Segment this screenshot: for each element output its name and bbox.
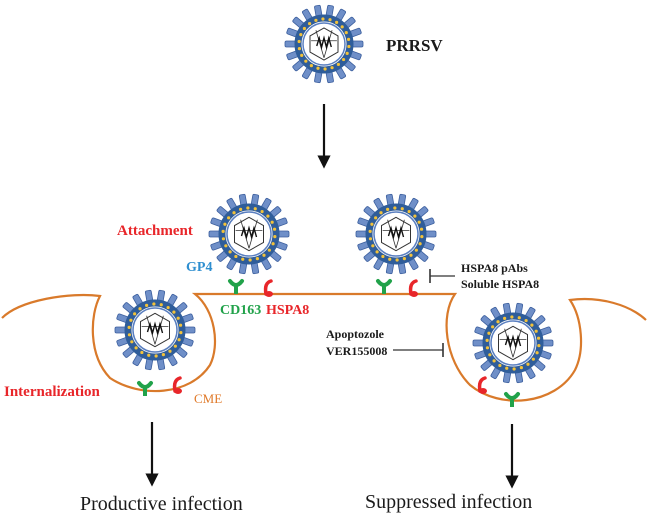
cd163-receptor-attach-right bbox=[376, 279, 392, 294]
gp4-label: GP4 bbox=[186, 260, 213, 275]
hspa8-receptor-attach-left bbox=[263, 279, 273, 297]
inhibitor-ver155008: VER155008 bbox=[326, 344, 388, 358]
receptors-layer bbox=[137, 279, 520, 407]
suppressed-infection-label: Suppressed infection bbox=[365, 491, 533, 513]
inhibition-internalization bbox=[393, 343, 444, 357]
productive-infection-label: Productive infection bbox=[80, 493, 243, 515]
cme-pathway-label: CME bbox=[194, 391, 223, 406]
inhibitor-hspa8-pabs: HSPA8 pAbs bbox=[461, 261, 528, 275]
hspa8-receptor-blocked bbox=[477, 376, 487, 394]
virus-particle-free bbox=[284, 4, 364, 84]
inhibitor-soluble-hspa8: Soluble HSPA8 bbox=[461, 277, 540, 291]
internalization-stage-label: Internalization bbox=[4, 384, 100, 400]
virus-particle-internalized bbox=[114, 289, 196, 371]
hspa8-receptor-attach-right bbox=[408, 279, 418, 297]
attachment-stage-label: Attachment bbox=[117, 223, 193, 239]
inhibitor-apoptozole: Apoptozole bbox=[326, 327, 384, 341]
cd163-receptor-internalized bbox=[137, 381, 153, 396]
hspa8-receptor-internalized bbox=[172, 376, 182, 394]
cd163-label: CD163 bbox=[220, 303, 262, 318]
virus-particle-attached-blocked bbox=[355, 193, 437, 275]
virus-particle-attached bbox=[208, 193, 290, 275]
cd163-receptor-attach-left bbox=[228, 279, 244, 294]
virus-name-label: PRRSV bbox=[386, 36, 443, 55]
inhibition-attachment bbox=[429, 269, 455, 283]
virus-particle-internalization-blocked bbox=[472, 302, 554, 384]
hspa8-label: HSPA8 bbox=[266, 303, 310, 318]
cd163-receptor-blocked bbox=[504, 392, 520, 407]
cell-membrane bbox=[1, 292, 647, 402]
